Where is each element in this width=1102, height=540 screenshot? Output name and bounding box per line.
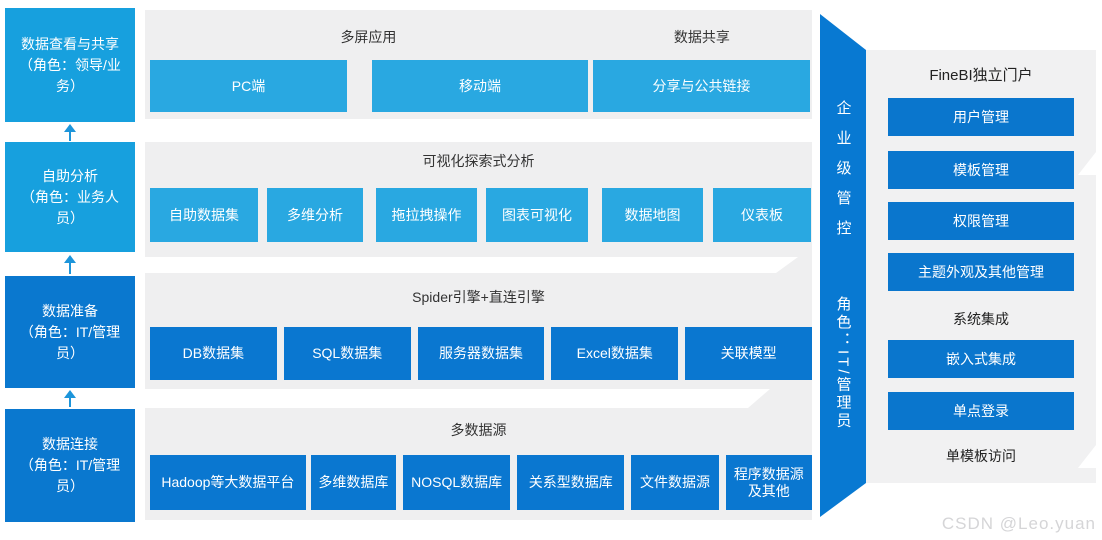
stage-name: 自助分析 xyxy=(42,167,98,184)
stage-name: 数据准备 xyxy=(42,302,98,319)
arrow-up-icon xyxy=(63,390,77,407)
feature-box: 多维数据库 xyxy=(310,455,397,510)
panel-notch xyxy=(1078,445,1096,468)
stage-data-connect: 数据连接 （角色：IT/管理员） xyxy=(5,409,135,522)
stage-data-prep: 数据准备 （角色：IT/管理员） xyxy=(5,276,135,388)
portal-box: 模板管理 xyxy=(888,151,1074,189)
integration-label: 系统集成 xyxy=(953,311,1009,327)
feature-box: NOSQL数据库 xyxy=(403,455,511,510)
arrow-stem xyxy=(69,398,71,407)
feature-box: SQL数据集 xyxy=(283,327,411,380)
band-title: 数据共享 xyxy=(673,29,730,45)
feature-box: 关联模型 xyxy=(685,327,812,380)
feature-box: Excel数据集 xyxy=(551,327,679,380)
governance-ribbon: 企业级管控 角色：IT/管理员 xyxy=(820,14,866,517)
portal-box: 嵌入式集成 xyxy=(888,340,1074,378)
feature-box: 拖拉拽操作 xyxy=(376,188,477,242)
arrow-stem xyxy=(69,132,71,141)
band-boxes: Hadoop等大数据平台 多维数据库 NOSQL数据库 关系型数据库 文件数据源… xyxy=(150,455,812,510)
portal-box: 单点登录 xyxy=(888,392,1074,430)
feature-box: 图表可视化 xyxy=(486,188,588,242)
portal-panel: FineBI独立门户 用户管理 模板管理 权限管理 主题外观及其他管理 系统集成… xyxy=(866,50,1096,483)
stage-role: （角色：IT/管理员） xyxy=(19,323,121,361)
band-spider-engine: Spider引擎+直连引擎 DB数据集 SQL数据集 服务器数据集 Excel数… xyxy=(145,273,812,389)
single-template-label: 单模板访问 xyxy=(946,448,1016,464)
feature-box: 自助数据集 xyxy=(150,188,258,242)
feature-box: 分享与公共链接 xyxy=(593,60,810,112)
band-boxes: PC端 移动端 分享与公共链接 xyxy=(150,60,812,112)
feature-box: 程序数据源及其他 xyxy=(725,455,812,510)
portal-box: 用户管理 xyxy=(888,98,1074,136)
feature-box: 文件数据源 xyxy=(631,455,719,510)
band-boxes: DB数据集 SQL数据集 服务器数据集 Excel数据集 关联模型 xyxy=(150,327,812,380)
portal-box: 主题外观及其他管理 xyxy=(888,253,1074,291)
band-boxes: 自助数据集 多维分析 拖拉拽操作 图表可视化 数据地图 仪表板 xyxy=(150,188,812,242)
band-visual-analysis: 可视化探索式分析 自助数据集 多维分析 拖拉拽操作 图表可视化 数据地图 仪表板 xyxy=(145,142,812,257)
arrow-up-icon xyxy=(63,124,77,141)
feature-box: PC端 xyxy=(150,60,347,112)
arrow-head xyxy=(64,390,76,398)
band-multiscreen-apps: 多屏应用 数据共享 PC端 移动端 分享与公共链接 xyxy=(145,10,812,119)
band-gap xyxy=(145,389,770,408)
arrow-head xyxy=(64,255,76,263)
portal-box: 权限管理 xyxy=(888,202,1074,240)
stage-role: （角色：IT/管理员） xyxy=(19,457,121,494)
stage-role: （角色：业务人员） xyxy=(21,188,119,226)
band-gap xyxy=(145,257,798,273)
watermark: CSDN @Leo.yuan xyxy=(941,514,1096,533)
feature-box: 数据地图 xyxy=(602,188,703,242)
band-title: 多屏应用 xyxy=(340,29,397,45)
band-title: 可视化探索式分析 xyxy=(422,153,535,169)
arrow-stem xyxy=(69,263,71,274)
portal-title: FineBI独立门户 xyxy=(929,67,1033,84)
feature-box: 移动端 xyxy=(372,60,588,112)
stage-name: 数据连接 xyxy=(42,436,98,452)
feature-box: Hadoop等大数据平台 xyxy=(150,455,306,510)
panel-notch xyxy=(1078,152,1096,175)
feature-box: 多维分析 xyxy=(267,188,363,242)
band-title: 多数据源 xyxy=(450,422,507,438)
stage-self-analysis: 自助分析 （角色：业务人员） xyxy=(5,142,135,252)
arrow-head xyxy=(64,124,76,132)
arrow-up-icon xyxy=(63,255,77,274)
band-title: Spider引擎+直连引擎 xyxy=(412,289,545,305)
feature-box: DB数据集 xyxy=(150,327,277,380)
band-gap xyxy=(145,119,812,142)
stage-name: 数据查看与共享 xyxy=(21,35,119,52)
feature-box: 仪表板 xyxy=(713,188,811,242)
band-data-sources: 多数据源 Hadoop等大数据平台 多维数据库 NOSQL数据库 关系型数据库 … xyxy=(145,408,812,520)
governance-role: 角色：IT/管理员 xyxy=(834,296,852,431)
stage-role: （角色：领导/业务） xyxy=(19,56,121,94)
governance-title: 企业级管控 xyxy=(834,100,852,251)
feature-box: 关系型数据库 xyxy=(517,455,625,510)
stage-data-view-share: 数据查看与共享 （角色：领导/业务） xyxy=(5,8,135,122)
feature-box: 服务器数据集 xyxy=(417,327,545,380)
